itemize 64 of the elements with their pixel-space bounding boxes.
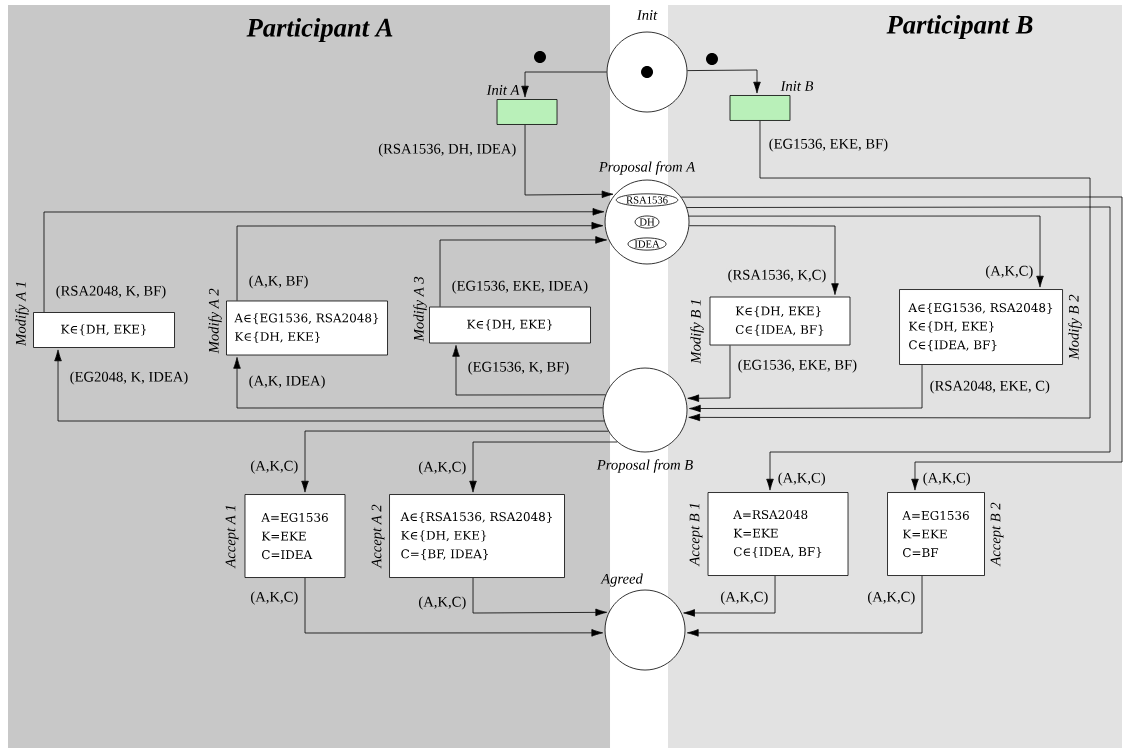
transition-label: Init A [486,85,520,95]
arc [439,236,607,307]
arc [688,225,839,295]
arc-label: (EG2048, K, IDEA) [68,370,190,386]
transition-label: Modify B 1 [690,300,704,364]
arc [686,575,923,637]
transition-label: Modify A 2 [208,288,222,354]
arc [472,577,608,617]
transition-label: Init B [780,81,814,91]
arc-label: (RSA2048, K, BF) [54,284,168,300]
arc [43,208,605,313]
arc-label: (A,K,C) [417,595,468,611]
transition-box: A∈{RSA1536, RSA2048} K∈{DH, EKE} C={BF, IDEA} [389,494,565,578]
transition-box: A∈{EG1536, RSA2048} K∈{DH, EKE} [226,300,388,356]
transition-label: Accept A 2 [371,504,385,569]
arc-label: (A,K, IDEA) [247,374,327,390]
transition-box: K∈{DH, EKE} [429,306,591,344]
arc-label: (A,K,C) [866,590,917,606]
arc [521,71,607,98]
arc-label: (RSA1536, K,C) [726,268,828,284]
arc-label: (RSA2048, EKE, C) [928,379,1052,395]
arc-label: (A,K,C) [249,590,300,606]
arc-label: (EG1536, EKE, IDEA) [450,279,590,295]
transition-box: A=EG1536 K=EKE C=IDEA [244,494,346,578]
arc [452,345,606,396]
arc [54,349,605,422]
arc [689,364,923,413]
transition-label: Modify A 3 [413,276,427,342]
arc [683,575,776,617]
arc [687,69,761,94]
arc-label: (A,K,C) [249,459,300,475]
arc-label: (A,K,C) [921,471,972,487]
arc [524,124,614,199]
transition-label: Accept B 2 [990,502,1004,567]
arc [687,345,731,402]
transition-box: A=RSA2048 K=EKE C∈{IDEA, BF} [707,492,849,576]
arc [236,221,604,301]
transition-label: Accept B 1 [689,503,703,567]
arc-label: (A,K,C) [719,590,770,606]
arc [688,215,1044,288]
place-label: Proposal from A [598,161,696,175]
arc-label: (EG1536, K, BF) [466,360,571,376]
arc-label: (EG1536, EKE, BF) [767,137,890,153]
arc-label: (RSA1536, DH, IDEA) [376,142,518,158]
arc [304,577,604,637]
transition-box: K∈{DH, EKE} [33,312,175,348]
arc-label: (A,K,C) [417,460,468,476]
arc-label: (A,K,C) [984,264,1035,280]
place-label: Proposal from B [596,459,693,473]
transition-label: Modify A 1 [15,282,29,346]
arc [233,357,604,409]
arc-label: (A,K, BF) [247,274,310,290]
arc-label: (EG1536, EKE, BF) [736,358,859,374]
arc [301,430,609,493]
arc [688,120,1091,422]
place-label: Init [636,10,658,20]
arc-label: (A,K,C) [776,471,827,487]
transition-label: Accept A 1 [225,505,239,569]
transition-box: A=EG1536 K=EKE C=BF [887,492,985,576]
place-label: Agreed [600,573,643,587]
transition-box: A∈{EG1536, RSA2048} K∈{DH, EKE} C∈{IDEA, BF} [899,289,1063,365]
transition-label: Modify B 2 [1068,294,1082,360]
arc [469,441,618,493]
transition-box: K∈{DH, EKE} C∈{IDEA, BF} [709,296,851,346]
